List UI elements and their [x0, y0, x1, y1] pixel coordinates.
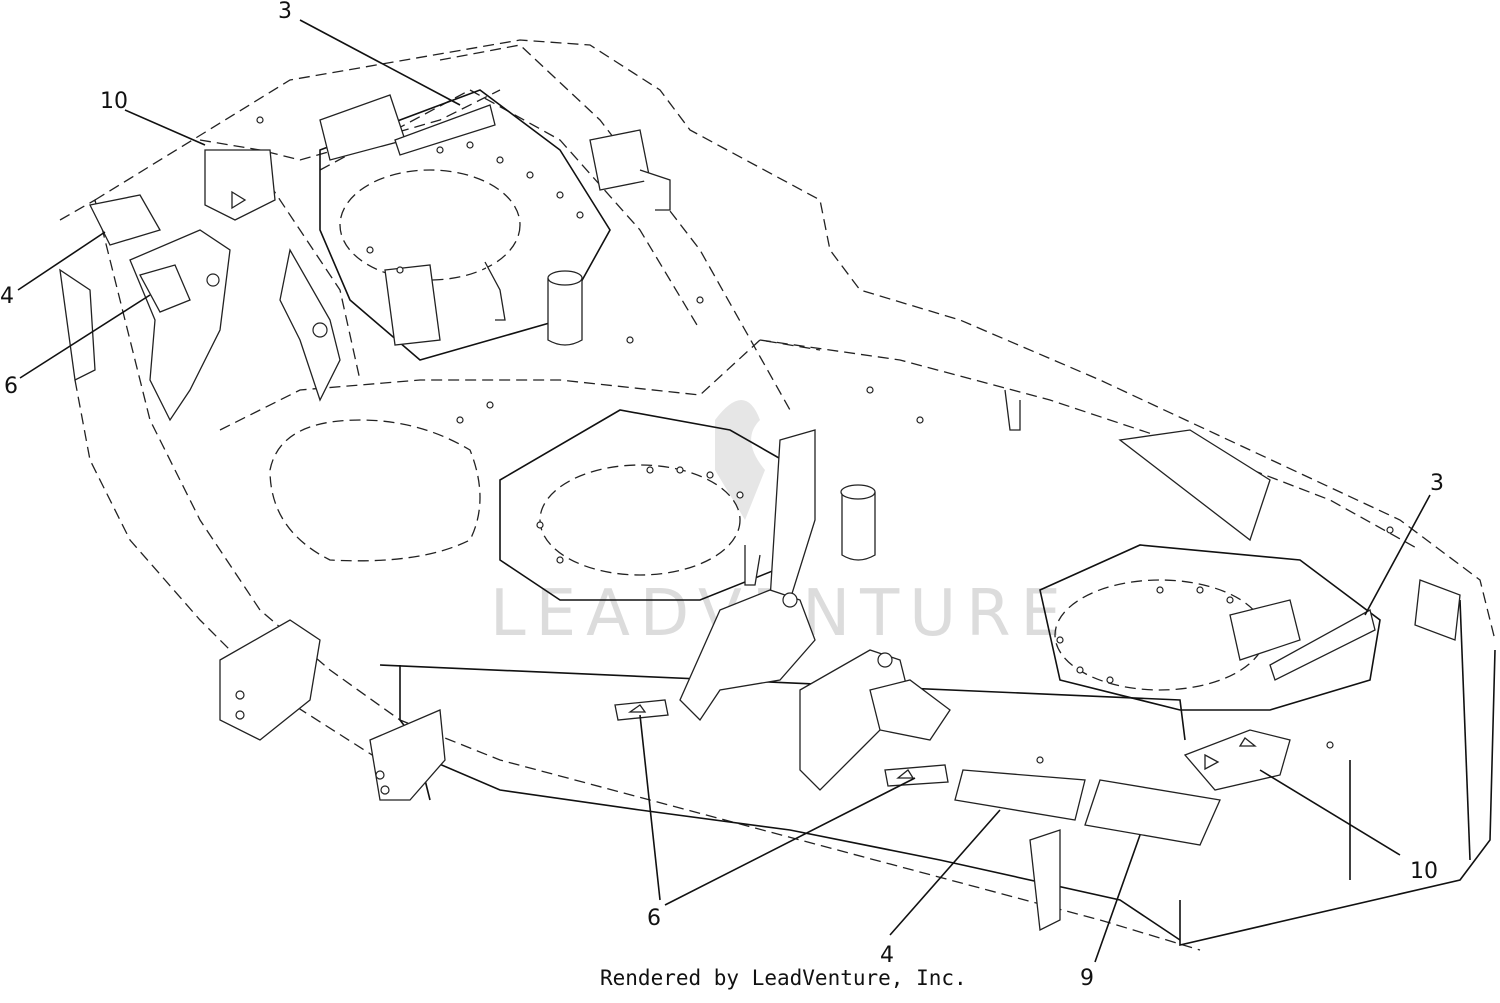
- right-spindle-opening: [1054, 579, 1266, 691]
- callout-6: 6: [4, 374, 18, 399]
- callout-4: 4: [0, 284, 14, 309]
- decal-3-top: [394, 104, 496, 156]
- mounting-holes: [206, 116, 1394, 795]
- center-spindle-opening: [539, 464, 741, 576]
- callout-3: 3: [278, 0, 292, 24]
- decal-4-left: [89, 194, 161, 246]
- decal-9-front: [1084, 779, 1221, 846]
- spindle-posts: [484, 169, 1021, 586]
- decal-6-left: [139, 264, 191, 313]
- decal-3-right: [1269, 609, 1376, 681]
- left-spindle-opening: [339, 169, 521, 281]
- callout-10: 10: [100, 89, 128, 114]
- deck-hangers: [59, 94, 1461, 931]
- decals: [89, 104, 1376, 846]
- callout-10-right: 10: [1410, 859, 1438, 884]
- right-spindle-plate: [1039, 544, 1381, 711]
- decal-10-left: [204, 149, 276, 221]
- decal-10-right: [1183, 729, 1291, 791]
- decal-4-front: [954, 769, 1086, 821]
- render-credit: Rendered by LeadVenture, Inc.: [600, 966, 967, 990]
- callout-3-right: 3: [1430, 471, 1444, 496]
- callout-labels: 3 10 4 6 3 10 6 4 9: [0, 0, 1444, 991]
- decal-6-front-b: [884, 764, 949, 787]
- callout-6-front: 6: [647, 906, 661, 931]
- callout-4-front: 4: [880, 943, 894, 968]
- callout-9: 9: [1080, 966, 1094, 991]
- callout-leaders: [17, 19, 1431, 963]
